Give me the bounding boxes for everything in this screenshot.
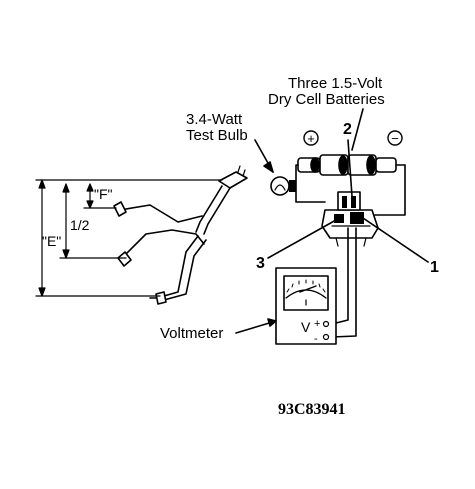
sending-unit-assembly bbox=[113, 165, 248, 305]
callout-2-leader bbox=[347, 139, 353, 197]
battery-pack bbox=[297, 154, 406, 176]
svg-text:−: − bbox=[391, 131, 399, 146]
connector-block bbox=[321, 191, 379, 247]
batteries-label-line1: Three 1.5-Volt bbox=[288, 75, 383, 92]
voltmeter-negative-lead bbox=[331, 227, 357, 338]
dimension-half-label: 1/2 bbox=[70, 217, 90, 233]
voltmeter-label: Voltmeter bbox=[160, 325, 223, 342]
bulb-leader-arrowhead bbox=[263, 161, 274, 173]
circuit-wire bbox=[295, 164, 406, 216]
callout-3-label: 3 bbox=[256, 255, 265, 272]
bulb-label-line1: 3.4-Watt bbox=[186, 111, 243, 128]
callout-3-leader bbox=[267, 219, 337, 259]
voltmeter bbox=[275, 267, 337, 345]
svg-text:+: + bbox=[307, 131, 315, 146]
bulb-label-line2: Test Bulb bbox=[186, 127, 248, 144]
negative-terminal-symbol: − bbox=[387, 130, 403, 146]
meter-plus-label: + bbox=[314, 318, 320, 330]
dimension-f-label: "F" bbox=[94, 186, 113, 202]
callout-1-leader bbox=[359, 215, 429, 263]
dimension-e-label: "E" bbox=[42, 233, 61, 249]
batteries-leader-line bbox=[351, 108, 364, 151]
meter-minus-label: - bbox=[314, 333, 318, 345]
voltmeter-leader-arrowhead bbox=[267, 318, 277, 327]
dimension-lines bbox=[35, 179, 223, 297]
meter-v-label: V bbox=[301, 319, 311, 335]
batteries-label-line2: Dry Cell Batteries bbox=[268, 91, 385, 108]
figure-code: 93C83941 bbox=[278, 401, 346, 418]
callout-2-label: 2 bbox=[343, 121, 352, 138]
callout-1-label: 1 bbox=[430, 259, 439, 276]
voltmeter-positive-lead bbox=[331, 227, 349, 325]
test-bulb bbox=[270, 176, 296, 196]
positive-terminal-symbol: + bbox=[303, 130, 319, 146]
